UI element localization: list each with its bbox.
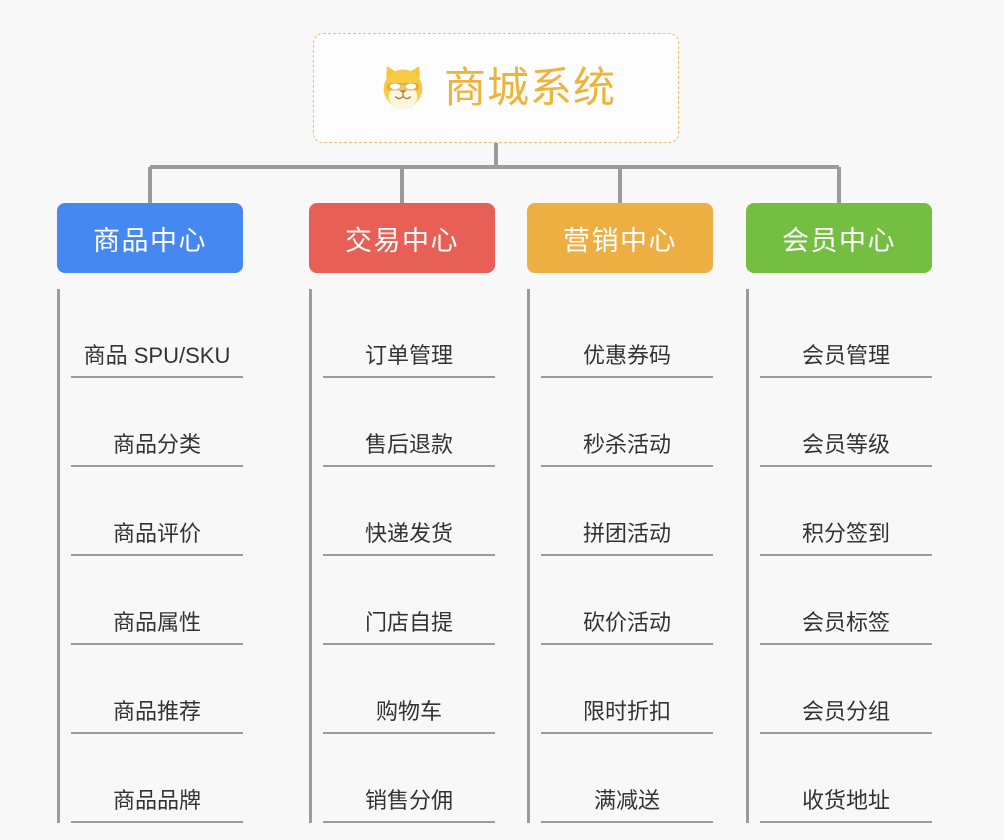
leaf-label: 优惠券码 bbox=[582, 342, 671, 368]
leaf-item[interactable]: 购物车 bbox=[323, 645, 495, 734]
leaf-item[interactable]: 会员分组 bbox=[760, 645, 932, 734]
leaf-item[interactable]: 优惠券码 bbox=[541, 289, 713, 378]
leaf-label: 会员管理 bbox=[801, 342, 890, 368]
branch-header-label: 会员中心 bbox=[782, 225, 896, 256]
leaf-item[interactable]: 商品品牌 bbox=[71, 734, 243, 823]
leaf-label: 订单管理 bbox=[364, 342, 453, 368]
branch-trunk bbox=[527, 289, 530, 823]
leaf-item[interactable]: 秒杀活动 bbox=[541, 378, 713, 467]
leaf-label: 门店自提 bbox=[364, 609, 453, 635]
leaf-item[interactable]: 会员等级 bbox=[760, 378, 932, 467]
branch-items-member: 会员管理 会员等级 积分签到 会员标签 会员分组 收货地址 bbox=[746, 289, 932, 823]
leaf-label: 会员标签 bbox=[801, 609, 890, 635]
leaf-label: 售后退款 bbox=[364, 431, 453, 457]
branch-header-marketing[interactable]: 营销中心 bbox=[527, 203, 713, 273]
leaf-item[interactable]: 会员管理 bbox=[760, 289, 932, 378]
leaf-item[interactable]: 商品推荐 bbox=[71, 645, 243, 734]
leaf-item[interactable]: 会员标签 bbox=[760, 556, 932, 645]
leaf-label: 销售分佣 bbox=[364, 787, 453, 813]
branch-items-marketing: 优惠券码 秒杀活动 拼团活动 砍价活动 限时折扣 满减送 bbox=[527, 289, 713, 823]
branch-header-label: 营销中心 bbox=[563, 225, 677, 256]
leaf-item[interactable]: 满减送 bbox=[541, 734, 713, 823]
leaf-label: 满减送 bbox=[593, 787, 660, 813]
leaf-item[interactable]: 商品属性 bbox=[71, 556, 243, 645]
leaf-label: 收货地址 bbox=[801, 787, 890, 813]
branch-trunk bbox=[309, 289, 312, 823]
leaf-item[interactable]: 积分签到 bbox=[760, 467, 932, 556]
leaf-label: 商品品牌 bbox=[112, 787, 201, 813]
leaf-item[interactable]: 订单管理 bbox=[323, 289, 495, 378]
branch-header-product[interactable]: 商品中心 bbox=[57, 203, 243, 273]
leaf-label: 拼团活动 bbox=[582, 520, 671, 546]
root-title: 商城系统 bbox=[443, 64, 616, 111]
leaf-item[interactable]: 限时折扣 bbox=[541, 645, 713, 734]
branch-column-trade: 交易中心 订单管理 售后退款 快递发货 门店自提 购物车 销售分佣 bbox=[309, 203, 495, 823]
leaf-item[interactable]: 售后退款 bbox=[323, 378, 495, 467]
leaf-item[interactable]: 快递发货 bbox=[323, 467, 495, 556]
leaf-item[interactable]: 收货地址 bbox=[760, 734, 932, 823]
branch-header-label: 交易中心 bbox=[345, 225, 459, 256]
branch-items-product: 商品 SPU/SKU 商品分类 商品评价 商品属性 商品推荐 商品品牌 bbox=[57, 289, 243, 823]
leaf-label: 商品 SPU/SKU bbox=[83, 342, 231, 368]
leaf-item[interactable]: 砍价活动 bbox=[541, 556, 713, 645]
leaf-label: 快递发货 bbox=[364, 520, 453, 546]
branch-items-trade: 订单管理 售后退款 快递发货 门店自提 购物车 销售分佣 bbox=[309, 289, 495, 823]
leaf-item[interactable]: 商品评价 bbox=[71, 467, 243, 556]
dog-face-icon bbox=[376, 61, 430, 115]
leaf-label: 会员等级 bbox=[801, 431, 890, 457]
root-node[interactable]: 商城系统 bbox=[313, 33, 679, 143]
leaf-label: 会员分组 bbox=[801, 698, 890, 724]
branch-header-label: 商品中心 bbox=[93, 225, 207, 256]
leaf-item[interactable]: 商品 SPU/SKU bbox=[71, 289, 243, 378]
leaf-item[interactable]: 销售分佣 bbox=[323, 734, 495, 823]
branch-header-member[interactable]: 会员中心 bbox=[746, 203, 932, 273]
leaf-label: 砍价活动 bbox=[582, 609, 671, 635]
branch-column-product: 商品中心 商品 SPU/SKU 商品分类 商品评价 商品属性 商品推荐 商品品牌 bbox=[57, 203, 243, 823]
leaf-label: 积分签到 bbox=[801, 520, 890, 546]
leaf-label: 商品分类 bbox=[112, 431, 201, 457]
branch-column-marketing: 营销中心 优惠券码 秒杀活动 拼团活动 砍价活动 限时折扣 满减送 bbox=[527, 203, 713, 823]
branch-trunk bbox=[746, 289, 749, 823]
branch-column-member: 会员中心 会员管理 会员等级 积分签到 会员标签 会员分组 收货地址 bbox=[746, 203, 932, 823]
leaf-label: 限时折扣 bbox=[582, 698, 671, 724]
leaf-label: 商品评价 bbox=[112, 520, 201, 546]
branch-header-trade[interactable]: 交易中心 bbox=[309, 203, 495, 273]
leaf-item[interactable]: 拼团活动 bbox=[541, 467, 713, 556]
leaf-label: 秒杀活动 bbox=[582, 431, 671, 457]
branch-trunk bbox=[57, 289, 60, 823]
leaf-item[interactable]: 商品分类 bbox=[71, 378, 243, 467]
leaf-label: 商品属性 bbox=[112, 609, 201, 635]
leaf-label: 商品推荐 bbox=[112, 698, 201, 724]
leaf-item[interactable]: 门店自提 bbox=[323, 556, 495, 645]
leaf-label: 购物车 bbox=[375, 698, 442, 724]
